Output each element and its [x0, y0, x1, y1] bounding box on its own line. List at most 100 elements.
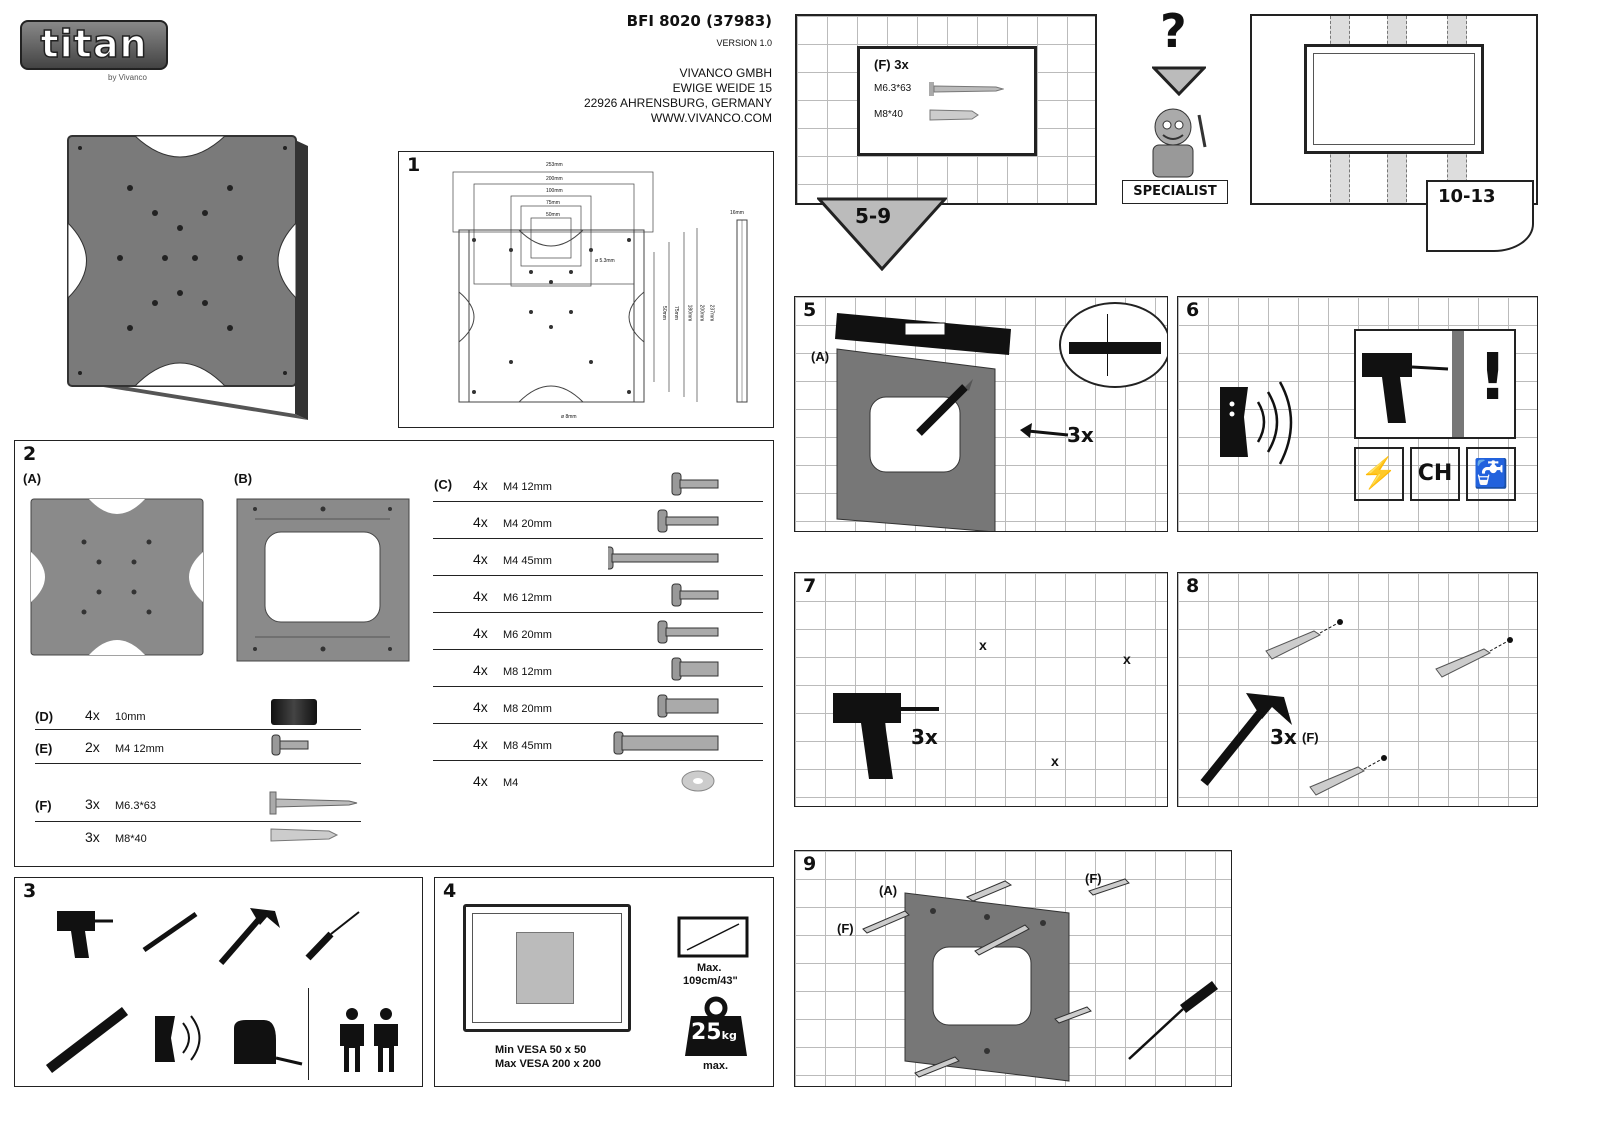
- brand-logo-text: titan: [40, 21, 148, 67]
- dim-label: 75mm: [672, 306, 679, 320]
- drill-mark: x: [1123, 651, 1131, 667]
- version: VERSION 1.0: [716, 38, 772, 48]
- step-7-panel: 7 x x x 3x: [794, 572, 1168, 807]
- specialist-badge: SPECIALIST: [1122, 180, 1228, 204]
- step-5-panel: 5 (A) 3x: [794, 296, 1168, 532]
- part-qty: 4x: [473, 699, 488, 715]
- part-d-label: (D): [35, 709, 54, 724]
- part-a-label: (A): [879, 883, 898, 898]
- part-qty: 4x: [473, 662, 488, 678]
- dim-label: 237mm: [708, 304, 715, 322]
- address-line: VIVANCO GMBH: [679, 66, 772, 80]
- screw-icon: [657, 509, 719, 533]
- range-arrow-down: [817, 197, 947, 271]
- weight-value: 25kg: [691, 1020, 737, 1045]
- warning-box: !: [1354, 329, 1516, 439]
- spirit-level-icon: [45, 1007, 129, 1073]
- part-f-label: (F): [1302, 730, 1319, 745]
- divider: [433, 538, 763, 539]
- gas-ch-icon: CH: [1410, 447, 1460, 501]
- weight-number: 25: [691, 1020, 722, 1045]
- address-line: WWW.VIVANCO.COM: [650, 111, 772, 125]
- stud-wall-panel: [1250, 14, 1538, 205]
- drill-mark: x: [979, 637, 987, 653]
- divider: [433, 649, 763, 650]
- part-qty: 3x: [85, 796, 100, 812]
- part-a-label: (A): [23, 471, 42, 486]
- dim-label: 253mm: [546, 162, 563, 168]
- bracket-image: [516, 932, 574, 1004]
- part-qty: 2x: [85, 739, 100, 755]
- divider: [433, 723, 763, 724]
- washer-icon: [681, 770, 715, 792]
- dim-label: 100mm: [546, 188, 563, 194]
- dim-label: ø 5.3mm: [595, 258, 615, 264]
- part-qty: 4x: [473, 477, 488, 493]
- dimension-drawing: [452, 171, 748, 403]
- drill-bit-icon: [142, 911, 198, 953]
- hammer-icon: [1200, 693, 1292, 786]
- dim-label: 50mm: [546, 212, 560, 218]
- electric-hazard-icon: ⚡: [1354, 447, 1404, 501]
- dim-label: 75mm: [546, 200, 560, 206]
- specialist-mascot: [1152, 108, 1207, 178]
- count-label: 3x: [1067, 423, 1094, 447]
- part-qty: 4x: [473, 773, 488, 789]
- part-qty: 4x: [473, 588, 488, 604]
- range-label: 5-9: [855, 204, 892, 228]
- screw-set-icon: [862, 878, 1130, 1078]
- spirit-level-icon: [835, 313, 1011, 355]
- divider: [308, 988, 309, 1080]
- brand-sub: by Vivanco: [108, 73, 147, 82]
- count-label: 3x: [911, 725, 938, 749]
- wall-option-panel: (F) 3x M6.3*63 M8*40: [795, 14, 1097, 205]
- tape-measure-icon: [234, 1020, 303, 1066]
- part-name: M4 20mm: [503, 518, 552, 530]
- wall-plug-icon: [929, 109, 979, 121]
- weight-max: max.: [703, 1060, 729, 1072]
- spacer-icon: [271, 699, 317, 725]
- part-qty: 3x: [85, 829, 100, 845]
- step-number: 2: [23, 443, 37, 465]
- step-number: 6: [1186, 299, 1200, 321]
- page-curl-tab: 10-13: [1426, 180, 1534, 252]
- bracket-plate: [836, 348, 996, 531]
- part-name: 10mm: [115, 711, 146, 723]
- part-name: M8 20mm: [503, 703, 552, 715]
- part-qty: 4x: [473, 625, 488, 641]
- vesa-min: Min VESA 50 x 50: [495, 1044, 587, 1056]
- part-name: M4 45mm: [503, 555, 552, 567]
- divider: [433, 760, 763, 761]
- f1-name: M6.3*63: [874, 83, 912, 94]
- part-name: M8 45mm: [503, 740, 552, 752]
- drill-into-pipe-icon: [1362, 353, 1449, 423]
- divider: [35, 821, 361, 822]
- step-number: 8: [1186, 575, 1200, 597]
- question-mark: ?: [1160, 4, 1187, 58]
- arrow-down-icon: [1152, 66, 1206, 96]
- part-qty: 4x: [473, 514, 488, 530]
- divider: [35, 729, 361, 730]
- step-4-panel: 4 Min VESA 50 x 50 Max VESA 200 x 200 Ma…: [434, 877, 774, 1087]
- part-c-label: (C): [434, 477, 453, 492]
- exclamation-icon: !: [1478, 341, 1508, 415]
- part-name: M6 12mm: [503, 592, 552, 604]
- part-name: M4 12mm: [503, 481, 552, 493]
- screw-icon: [608, 546, 719, 570]
- count-label: 3x: [1270, 725, 1297, 749]
- step-6-panel: 6 ! ⚡ CH 🚰: [1177, 296, 1538, 532]
- part-name: M6 20mm: [503, 629, 552, 641]
- address-line: 22926 AHRENSBURG, GERMANY: [583, 96, 772, 110]
- dim-label: ø 8mm: [561, 414, 577, 420]
- screw-icon: [657, 694, 719, 718]
- tv-frame: [463, 904, 631, 1032]
- step-1-panel: 1 253mm 200mm 100mm 75mm 50mm ø 5.3mm: [398, 151, 774, 428]
- tv-outline: [1304, 44, 1484, 154]
- step-number: 4: [443, 880, 457, 902]
- part-b-image: [236, 498, 410, 662]
- brand-logo: titan: [20, 20, 168, 70]
- divider: [433, 501, 763, 502]
- arrow-left-icon: [1020, 423, 1069, 438]
- dim-label: 200mm: [698, 304, 705, 322]
